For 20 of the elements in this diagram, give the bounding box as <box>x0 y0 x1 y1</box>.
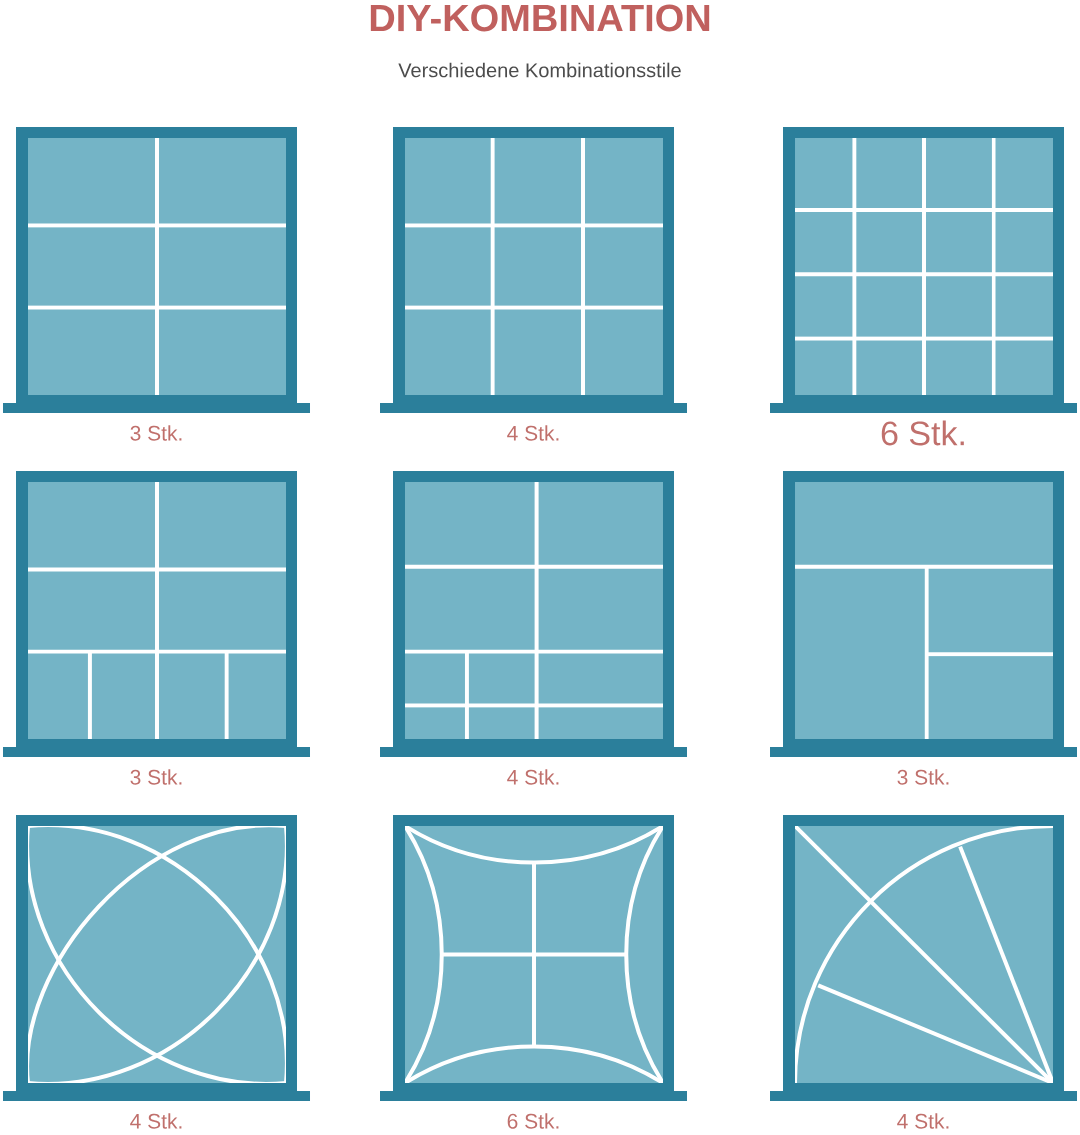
quantity-label: 4 Stk. <box>507 425 559 441</box>
quantity-label: 6 Stk. <box>881 420 964 446</box>
title: DIY-KOMBINATION <box>370 4 710 32</box>
subtitle: Verschiedene Kombinationsstile <box>398 62 681 78</box>
drawer-drawing <box>3 815 310 1101</box>
drawer-drawing <box>380 471 687 757</box>
drawer-drawing <box>380 815 687 1101</box>
quantity-label: 4 Stk. <box>507 769 559 785</box>
quantity-label: 3 Stk. <box>897 769 949 785</box>
quantity-label: 3 Stk. <box>130 769 182 785</box>
quantity-label: 4 Stk. <box>130 1113 182 1129</box>
drawer-drawing <box>770 815 1077 1101</box>
quantity-label: 6 Stk. <box>507 1113 559 1129</box>
drawer-drawing <box>770 471 1077 757</box>
quantity-label: 4 Stk. <box>897 1113 949 1129</box>
drawer-drawing <box>3 471 310 757</box>
drawer-drawing <box>770 127 1077 413</box>
drawer-drawing <box>3 127 310 413</box>
drawer-drawing <box>380 127 687 413</box>
quantity-label: 3 Stk. <box>130 425 182 441</box>
